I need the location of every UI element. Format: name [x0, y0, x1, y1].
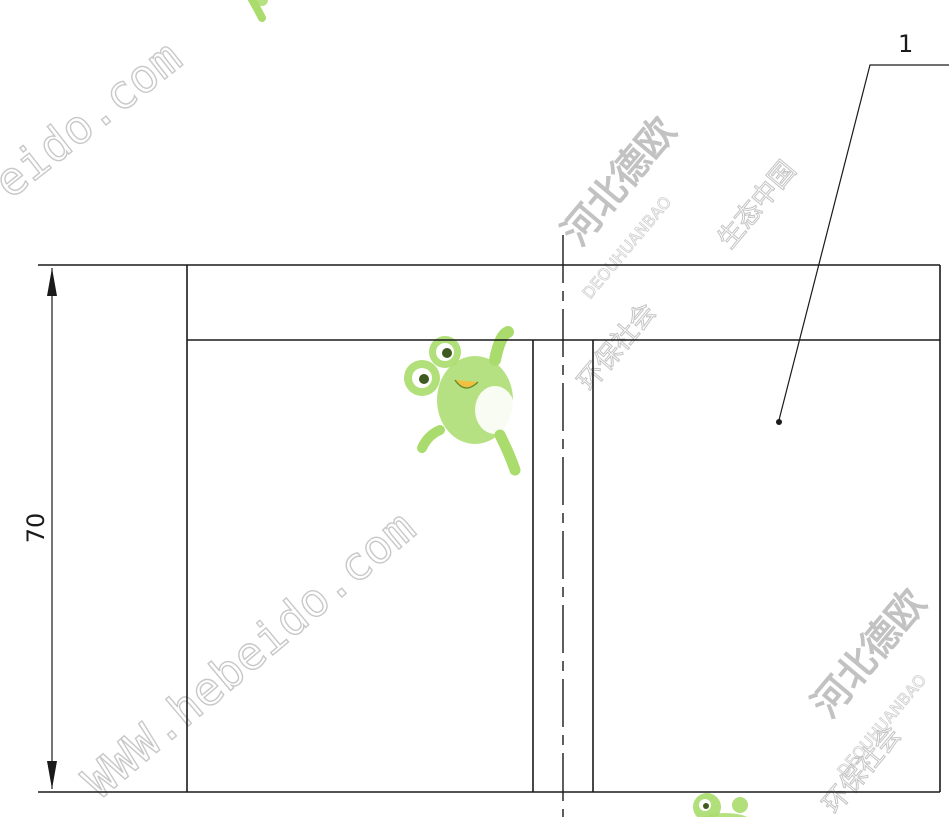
part-number-label: 1 [898, 30, 913, 58]
watermark-url: WWW.hebeido.com [72, 500, 425, 808]
frog-mascot-partial-top-icon [247, 0, 268, 22]
watermark-slogan-left: 环保社会 [572, 298, 662, 397]
watermark-url-partial: eido.com [0, 30, 191, 209]
watermark-slogan-right: 生态中国 [712, 156, 802, 255]
watermark-company-cn: 河北德欧 [553, 109, 684, 254]
frog-mascot-partial-bottom-icon [693, 793, 748, 817]
dimension-70: 70 [22, 268, 57, 789]
frog-mascot-icon [404, 326, 521, 476]
part-outline [38, 264, 941, 793]
dimension-label: 70 [22, 513, 50, 544]
part-leader-1: 1 [776, 30, 949, 425]
watermark-company-cn-2: 河北德欧 [803, 581, 934, 726]
